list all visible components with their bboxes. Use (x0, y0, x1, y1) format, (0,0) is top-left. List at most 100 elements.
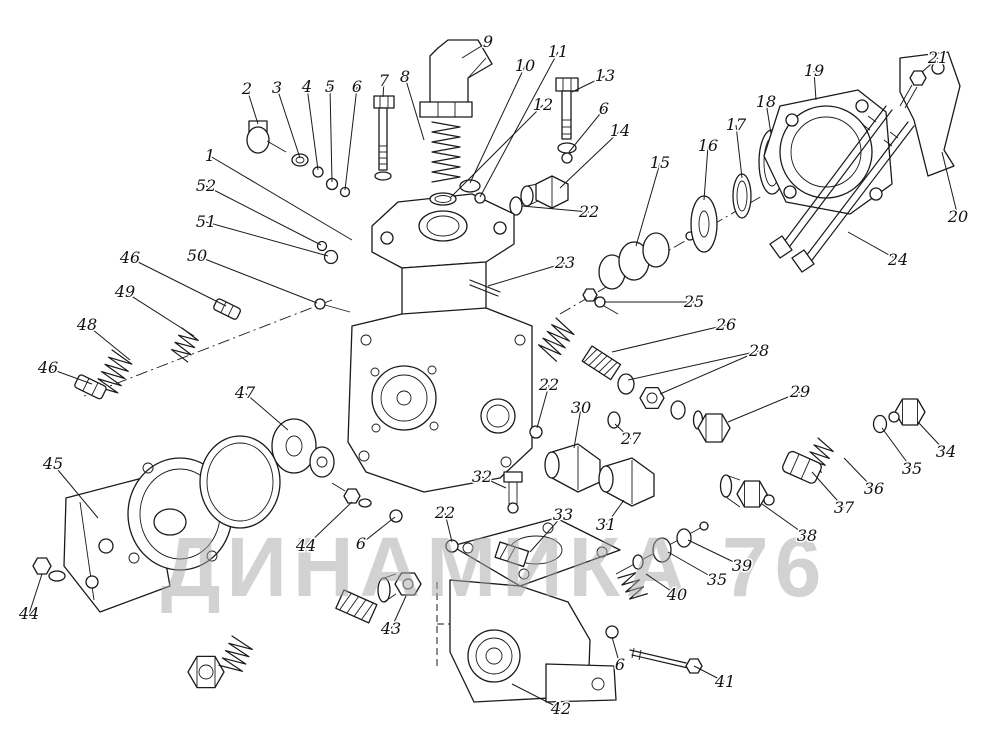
leader-line (921, 57, 939, 73)
part-label-31: 31 (596, 515, 616, 534)
part-label-19: 19 (804, 61, 824, 80)
part-label-1: 1 (205, 146, 215, 165)
bracket-20 (899, 51, 961, 177)
leader-line (573, 407, 582, 449)
leader-line (360, 516, 396, 545)
leader-line (941, 151, 959, 218)
part-label-9: 9 (483, 32, 493, 51)
part-label-40: 40 (666, 585, 687, 604)
elbow-fittings-group (529, 425, 655, 507)
lower-left-cover-group (32, 418, 403, 613)
spring-top (431, 121, 461, 183)
part-label-20: 20 (947, 207, 968, 226)
leader-line (811, 471, 845, 509)
leader-line (246, 88, 259, 125)
leader-line (693, 665, 726, 683)
diaphragm-stack (559, 129, 786, 315)
part-label-41: 41 (714, 672, 735, 691)
part-label-8: 8 (400, 67, 410, 86)
part-label-5: 5 (325, 77, 335, 96)
leader-line (479, 51, 559, 198)
left-springs-group (74, 298, 333, 400)
leader-line (611, 324, 727, 353)
leader-line (209, 155, 353, 241)
ring-52 (316, 240, 328, 252)
hex-plug (187, 655, 225, 689)
valve-25-26-group (537, 296, 731, 443)
part-label-16: 16 (698, 136, 718, 155)
nut-44b (32, 557, 52, 575)
diaphragm (199, 435, 281, 529)
plug-32 (503, 471, 523, 483)
part-label-44: 44 (295, 536, 316, 555)
valve-core-parts-group (246, 120, 351, 198)
leader-line (390, 595, 407, 630)
disc-47 (271, 418, 317, 474)
part-label-7: 7 (379, 71, 390, 90)
part-label-46: 46 (119, 248, 140, 267)
part-label-11: 11 (548, 42, 568, 61)
part-label-37: 37 (834, 498, 855, 517)
leader-line (536, 384, 550, 429)
leader-line (765, 101, 772, 135)
part-label-17: 17 (726, 115, 747, 134)
leader-line (481, 476, 507, 489)
leader-line (196, 255, 318, 304)
leader-line (813, 70, 817, 101)
part-label-50: 50 (187, 246, 207, 265)
fitting-43 (394, 572, 422, 596)
leader-line (305, 501, 353, 547)
leader-line (627, 350, 760, 381)
leader-line (521, 205, 590, 213)
bolt-13 (555, 77, 579, 164)
part-label-33: 33 (553, 505, 573, 524)
bolts-24 (769, 105, 915, 273)
part-label-30: 30 (571, 398, 591, 417)
part-label-12: 12 (533, 95, 553, 114)
leader-line (86, 324, 131, 361)
part-label-39: 39 (732, 556, 752, 575)
pin-cluster-group (615, 521, 709, 600)
main-valve-body (314, 179, 533, 493)
washer-28b (670, 400, 686, 420)
body-42-top-plate (451, 517, 621, 587)
part-label-18: 18 (756, 92, 776, 111)
leader-line (635, 162, 661, 247)
washer-35 (872, 414, 888, 434)
leader-line (727, 391, 801, 423)
leader-line (843, 457, 875, 490)
elbow-fitting-9 (419, 39, 493, 183)
leader-line (735, 124, 743, 179)
leader-line (276, 87, 301, 159)
leader-line (571, 75, 606, 93)
washer-35b (652, 537, 672, 563)
leader-line (382, 80, 385, 98)
part-label-35: 35 (707, 570, 727, 589)
leader-line (847, 231, 899, 261)
threaded-tube (335, 589, 378, 624)
part-label-42: 42 (550, 699, 571, 718)
part-label-29: 29 (789, 382, 810, 401)
ring-27 (607, 411, 621, 429)
leader-line (444, 512, 453, 543)
leader-line (404, 76, 425, 141)
leader-line (881, 427, 913, 470)
fitting-38 (736, 480, 768, 508)
part-label-6: 6 (599, 99, 609, 118)
lower-valve-body-group (436, 471, 703, 703)
part-label-52: 52 (196, 176, 216, 195)
fitting-33 (494, 541, 530, 568)
part-label-6: 6 (615, 655, 625, 674)
leader-line (244, 392, 289, 431)
washer-39 (676, 528, 692, 548)
bolt-7 (373, 95, 395, 181)
leader-line (487, 262, 566, 287)
part-label-47: 47 (234, 383, 256, 402)
piston-37 (782, 450, 822, 484)
leader-line (703, 145, 709, 201)
leader-line (306, 86, 319, 171)
part-label-44: 44 (18, 604, 39, 623)
leader-line (129, 257, 227, 307)
watermark-text: ДИНАМИКА 76 (161, 520, 828, 614)
